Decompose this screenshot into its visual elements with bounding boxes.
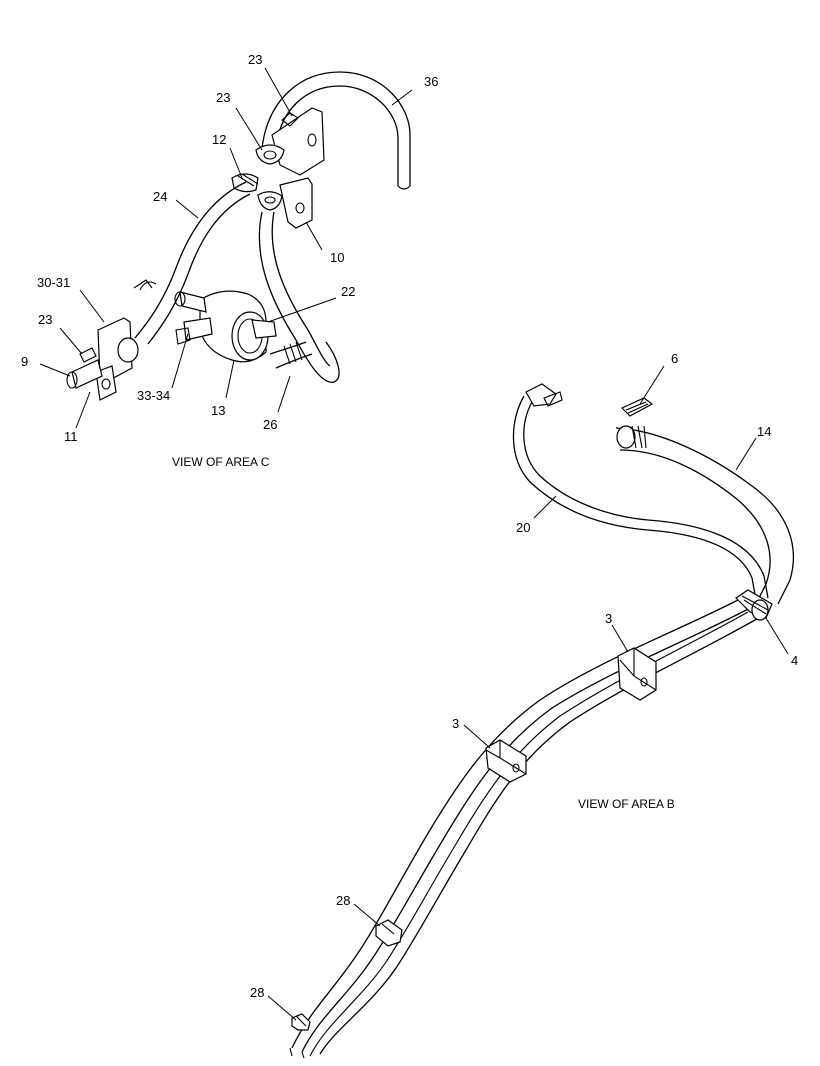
hose-26 — [258, 211, 340, 383]
callout-13: 13 — [211, 403, 225, 418]
callout-26: 26 — [263, 417, 277, 432]
caption-area-c: VIEW OF AREA C — [172, 455, 270, 469]
callout-14: 14 — [757, 424, 771, 439]
area-b-callouts: 6 14 20 3 4 3 28 28 — [250, 351, 798, 1000]
area-c-callouts: 23 36 23 12 24 10 22 30-31 23 9 33-34 13… — [21, 52, 438, 444]
clamp-28-upper — [375, 919, 403, 947]
callout-20: 20 — [516, 520, 530, 535]
clamp-4 — [735, 589, 773, 621]
callout-12: 12 — [212, 132, 226, 147]
callout-3b: 3 — [452, 716, 459, 731]
callout-10: 10 — [330, 250, 344, 265]
clamp-28-lower — [291, 1013, 311, 1031]
callout-9: 9 — [21, 354, 28, 369]
caption-area-b: VIEW OF AREA B — [578, 797, 675, 811]
callout-28b: 28 — [250, 985, 264, 1000]
callout-28a: 28 — [336, 893, 350, 908]
valve-13 — [133, 279, 277, 363]
area-b-leaders — [267, 365, 789, 1021]
area-c-leaders — [39, 67, 413, 429]
callout-11: 11 — [64, 429, 78, 444]
hose-24 — [134, 181, 251, 345]
callout-30-31: 30-31 — [37, 275, 70, 290]
area-c-assembly: 23 36 23 12 24 10 22 30-31 23 9 33-34 13… — [21, 52, 438, 469]
clamp-3-lower — [485, 739, 527, 783]
bracket-30-31 — [66, 317, 139, 401]
clip-6 — [620, 397, 654, 417]
callout-23b: 23 — [216, 90, 230, 105]
lower-bracket — [279, 177, 313, 229]
callout-3a: 3 — [605, 611, 612, 626]
hose-14 — [615, 425, 794, 605]
callout-22: 22 — [341, 284, 355, 299]
callout-36: 36 — [424, 74, 438, 89]
callout-23c: 23 — [38, 312, 52, 327]
callout-33-34: 33-34 — [137, 388, 170, 403]
callout-6: 6 — [671, 351, 678, 366]
callout-23a: 23 — [248, 52, 262, 67]
area-b-assembly: 6 14 20 3 4 3 28 28 VIEW OF AREA B — [250, 351, 798, 1059]
hose-20 — [512, 383, 769, 601]
callout-4: 4 — [791, 653, 798, 668]
tube-harness — [289, 597, 763, 1059]
clamp-3-upper — [617, 647, 657, 701]
upper-bracket — [271, 107, 325, 176]
callout-24: 24 — [153, 189, 167, 204]
